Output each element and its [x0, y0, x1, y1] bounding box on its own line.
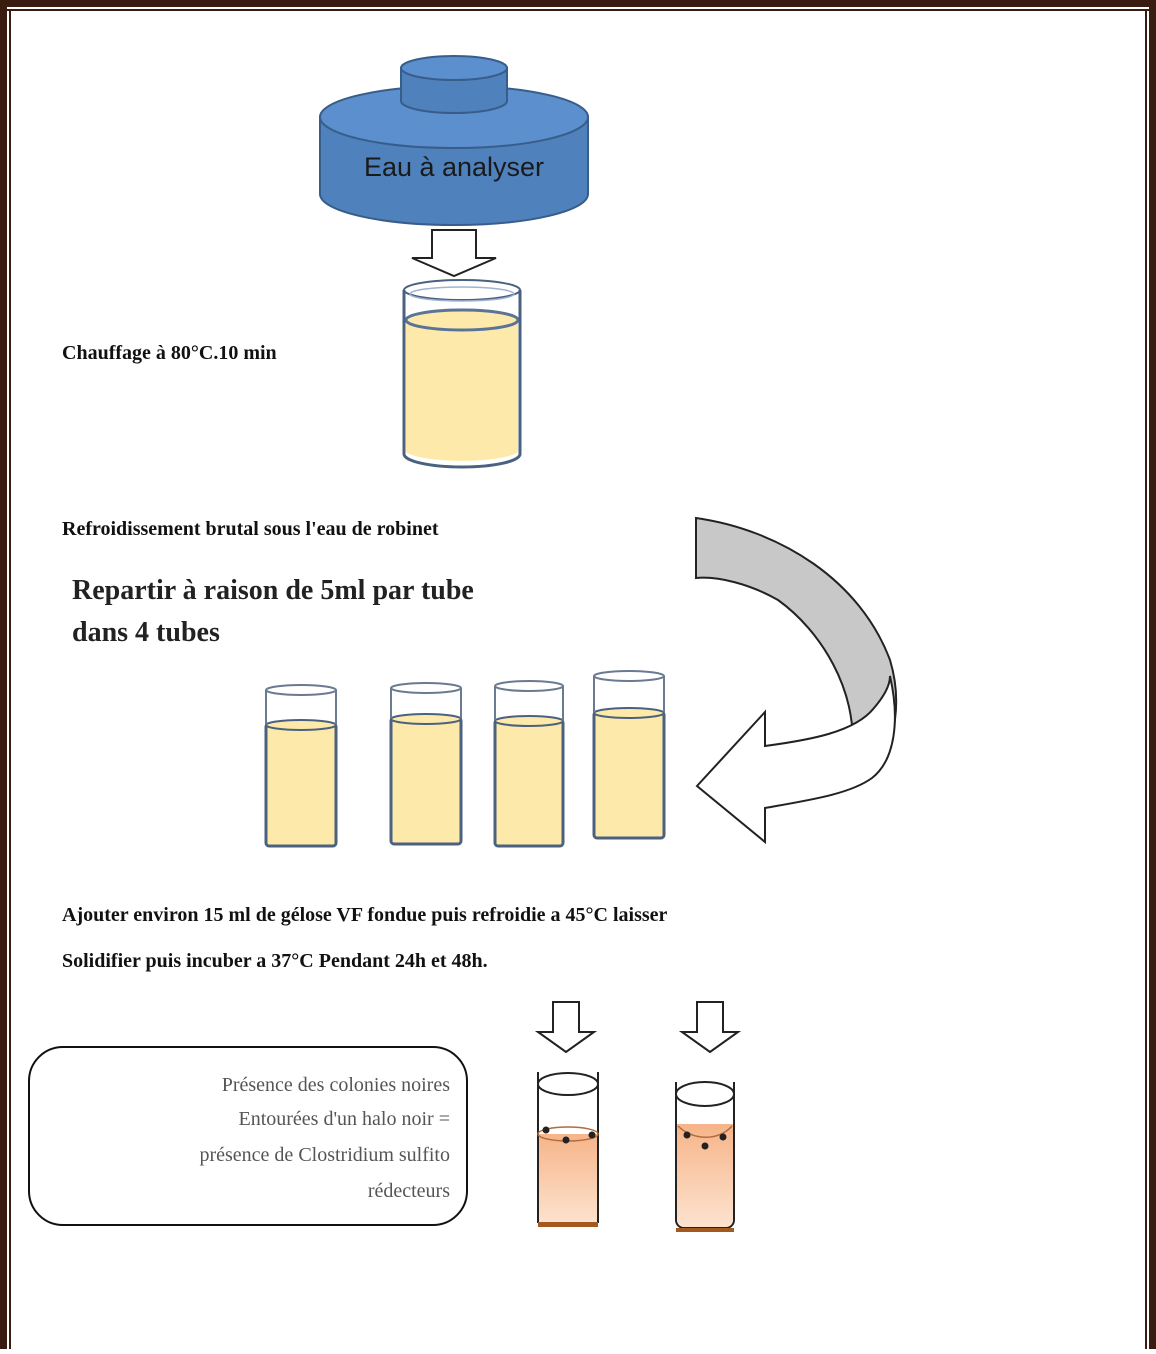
- result-line3: présence de Clostridium sulfito: [199, 1144, 450, 1166]
- down-arrow-icon: [411, 229, 497, 278]
- colony-icon: [719, 1133, 727, 1141]
- colony-icon: [701, 1142, 709, 1150]
- water-container-icon: [319, 55, 589, 226]
- agar-step-line1: Ajouter environ 15 ml de gélose VF fondu…: [62, 904, 668, 926]
- distribute-step-line1: Repartir à raison de 5ml par tube: [72, 575, 474, 606]
- tube-2-icon: [389, 682, 463, 846]
- container-label: Eau à analyser: [363, 152, 545, 182]
- heating-step-label: Chauffage à 80°C.10 min: [62, 342, 277, 364]
- agar-tube-1-icon: [537, 1072, 599, 1227]
- agar-step-line2: Solidifier puis incuber a 37°C Pendant 2…: [62, 950, 488, 972]
- tube-1-icon: [264, 684, 338, 848]
- down-arrow-icon: [534, 1001, 598, 1054]
- result-box: [28, 1046, 468, 1226]
- colony-icon: [542, 1126, 550, 1134]
- tube-3-icon: [493, 680, 565, 848]
- cooling-step-label: Refroidissement brutal sous l'eau de rob…: [62, 518, 439, 540]
- curved-arrow-icon: [695, 516, 898, 845]
- tube-4-icon: [592, 670, 666, 840]
- colony-icon: [683, 1131, 691, 1139]
- colony-icon: [588, 1131, 596, 1139]
- down-arrow-icon: [678, 1001, 742, 1054]
- result-line1: Présence des colonies noires: [221, 1074, 450, 1096]
- result-line2: Entourées d'un halo noir =: [238, 1108, 450, 1130]
- distribute-step-line2: dans 4 tubes: [72, 617, 220, 648]
- colony-icon: [562, 1136, 570, 1144]
- beaker-icon: [402, 279, 522, 469]
- result-line4: rédecteurs: [367, 1180, 450, 1202]
- agar-tube-2-icon: [675, 1081, 735, 1232]
